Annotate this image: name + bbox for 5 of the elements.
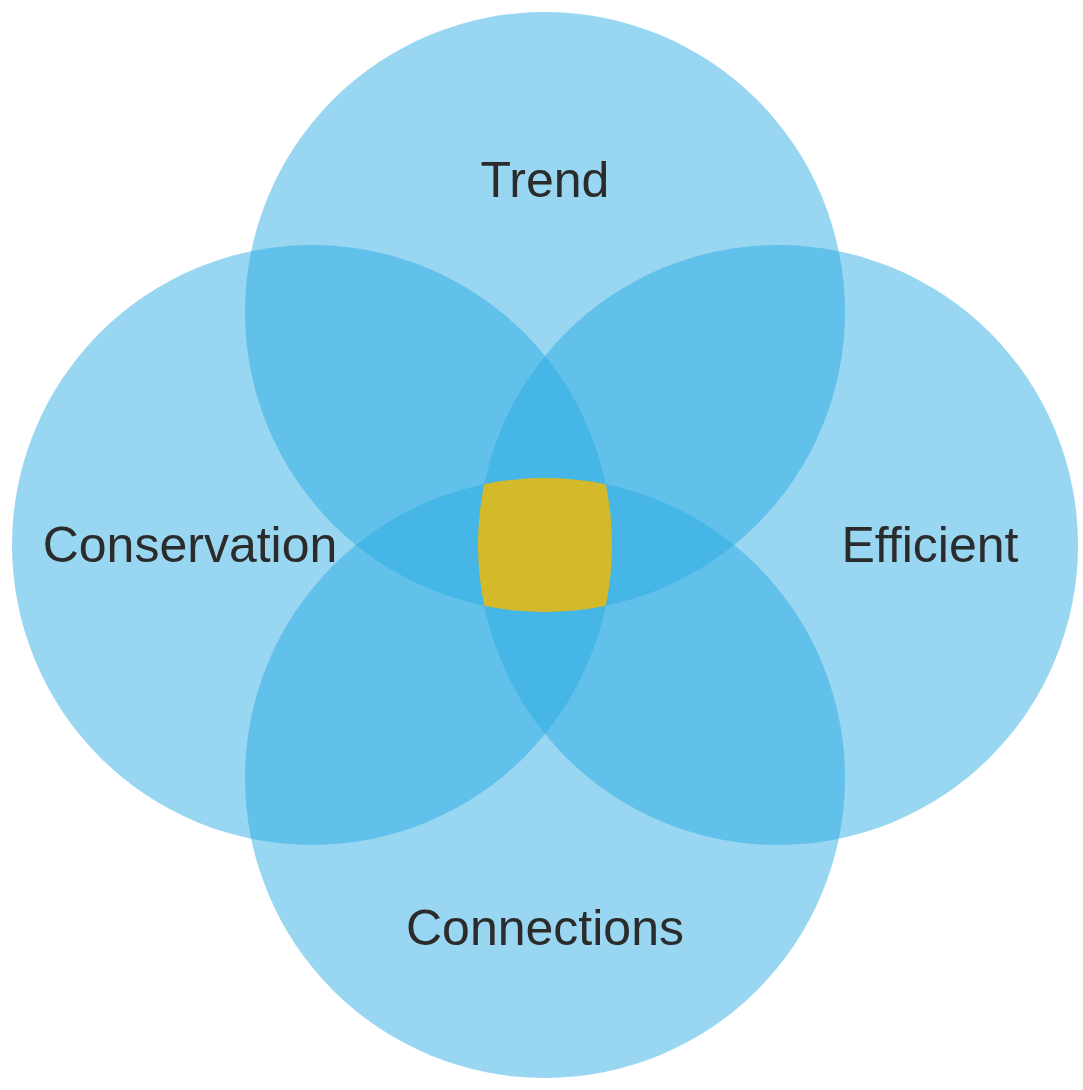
circle-label: Trend (480, 151, 610, 209)
circle-label: Connections (406, 899, 684, 957)
circle-label: Conservation (42, 516, 338, 574)
circle-label: Efficient (841, 516, 1019, 574)
center-overlap-shape (478, 478, 612, 612)
